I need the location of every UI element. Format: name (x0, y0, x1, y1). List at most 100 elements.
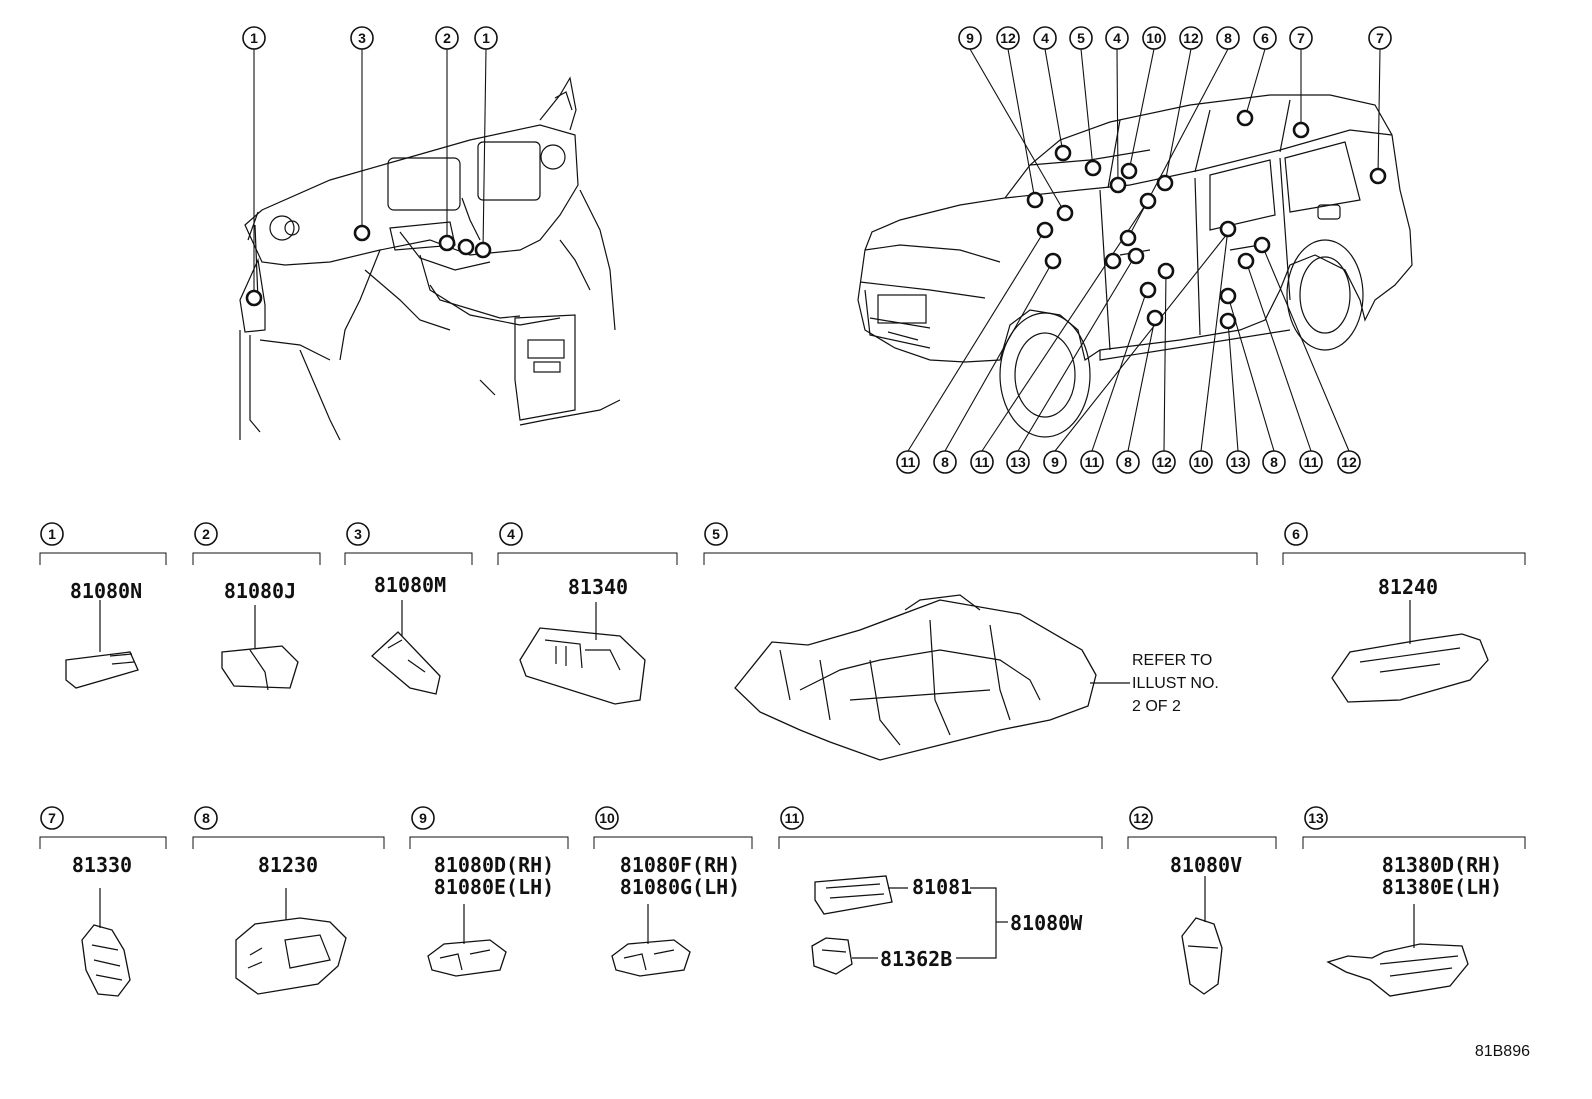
svg-text:9: 9 (419, 810, 427, 826)
part-number-81080W: 81080W (1010, 911, 1083, 935)
callout-dash-1: 1 (474, 26, 498, 50)
callout-car-top-7-10: 7 (1368, 26, 1392, 50)
location-dot (1369, 167, 1387, 185)
svg-text:12: 12 (1156, 454, 1172, 470)
svg-text:12: 12 (1133, 810, 1149, 826)
dashboard-illustration (239, 76, 621, 441)
location-dot (1157, 262, 1175, 280)
part-81230-drawing (235, 888, 347, 995)
svg-text:10: 10 (1146, 30, 1162, 46)
svg-text:2: 2 (443, 30, 451, 46)
group-number-9: 9 (411, 806, 435, 830)
callout-dash-3: 3 (350, 26, 374, 50)
svg-text:8: 8 (1124, 454, 1132, 470)
svg-text:12: 12 (1341, 454, 1357, 470)
callout-car-bottom-12-7: 12 (1152, 450, 1176, 474)
svg-text:11: 11 (1304, 454, 1319, 470)
callout-car-bottom-8-10: 8 (1262, 450, 1286, 474)
callout-car-top-8-7: 8 (1216, 26, 1240, 50)
part-number-81362B: 81362B (880, 947, 952, 971)
svg-text:5: 5 (1077, 30, 1085, 46)
location-dot (1219, 287, 1237, 305)
location-dot (1219, 220, 1237, 238)
part-number-81340: 81340 (568, 575, 628, 599)
location-dot (474, 241, 492, 259)
part-numbers: 81080N 81080J 81080M 81340 REFER TO ILLU… (70, 573, 1530, 1060)
callout-car-bottom-11-0: 11 (896, 450, 920, 474)
location-dot (245, 289, 263, 307)
location-dot (1054, 144, 1072, 162)
part-number-81080D: 81080D(RH) (434, 853, 554, 877)
location-dot (438, 234, 456, 252)
group-number-8: 8 (194, 806, 218, 830)
svg-text:7: 7 (1297, 30, 1305, 46)
svg-text:7: 7 (1376, 30, 1384, 46)
part-81080V-drawing (1181, 876, 1223, 995)
part-81080J-drawing (221, 605, 299, 691)
svg-text:8: 8 (941, 454, 949, 470)
part-number-81230: 81230 (258, 853, 318, 877)
part-number-81380E: 81380E(LH) (1382, 875, 1502, 899)
location-dot (1236, 109, 1254, 127)
svg-text:4: 4 (507, 526, 515, 542)
diagram-code: 81B896 (1475, 1043, 1530, 1060)
location-dot (1056, 204, 1074, 222)
svg-text:3: 3 (358, 30, 366, 46)
location-dot (1127, 247, 1145, 265)
group-number-1: 1 (40, 522, 64, 546)
group-number-7: 7 (40, 806, 64, 830)
svg-text:13: 13 (1010, 454, 1026, 470)
part-number-81380D: 81380D(RH) (1382, 853, 1502, 877)
part-81362B-drawing (811, 937, 878, 975)
callout-car-bottom-10-8: 10 (1189, 450, 1213, 474)
svg-text:1: 1 (48, 526, 56, 542)
svg-text:4: 4 (1041, 30, 1049, 46)
location-dot (457, 238, 475, 256)
part-81330-drawing (81, 888, 131, 997)
group-number-5: 5 (704, 522, 728, 546)
location-dot (1119, 229, 1137, 247)
part-81240-drawing (1331, 600, 1489, 703)
svg-text:8: 8 (1270, 454, 1278, 470)
part-81080D-drawing (427, 904, 507, 977)
location-dot (1109, 176, 1127, 194)
location-dot (1026, 191, 1044, 209)
location-dot (1104, 252, 1122, 270)
svg-text:13: 13 (1230, 454, 1246, 470)
part-drawings (65, 594, 1489, 997)
refer-line-3: 2 OF 2 (1132, 698, 1181, 715)
part-81080N-drawing (65, 600, 139, 689)
callout-car-bottom-11-2: 11 (970, 450, 994, 474)
group-number-12: 12 (1129, 806, 1153, 830)
part-81340-drawing (519, 602, 646, 705)
callout-car-top-9-0: 9 (958, 26, 982, 50)
group-number-10: 10 (595, 806, 619, 830)
svg-text:11: 11 (1085, 454, 1100, 470)
part-81080M-drawing (371, 600, 441, 695)
svg-text:11: 11 (901, 454, 916, 470)
location-dot (1292, 121, 1310, 139)
part-number-81080N: 81080N (70, 579, 142, 603)
part-81380D-drawing (1326, 904, 1469, 997)
group-number-2: 2 (194, 522, 218, 546)
svg-text:12: 12 (1000, 30, 1016, 46)
callout-dash-2: 2 (435, 26, 459, 50)
svg-text:5: 5 (712, 526, 720, 542)
group-number-6: 6 (1284, 522, 1308, 546)
bracket-81080W (956, 887, 1008, 959)
svg-text:9: 9 (966, 30, 974, 46)
group-number-13: 13 (1304, 806, 1328, 830)
callout-car-bottom-13-3: 13 (1006, 450, 1030, 474)
refer-line-2: ILLUST NO. (1132, 675, 1219, 692)
group-brackets (39, 552, 1526, 849)
svg-text:3: 3 (354, 526, 362, 542)
group-number-11: 11 (780, 806, 804, 830)
svg-text:1: 1 (250, 30, 258, 46)
part-number-81080V: 81080V (1170, 853, 1242, 877)
svg-text:10: 10 (1193, 454, 1209, 470)
part-number-81080G: 81080G(LH) (620, 875, 740, 899)
location-dot (353, 224, 371, 242)
location-dot (1146, 309, 1164, 327)
svg-text:10: 10 (599, 810, 615, 826)
